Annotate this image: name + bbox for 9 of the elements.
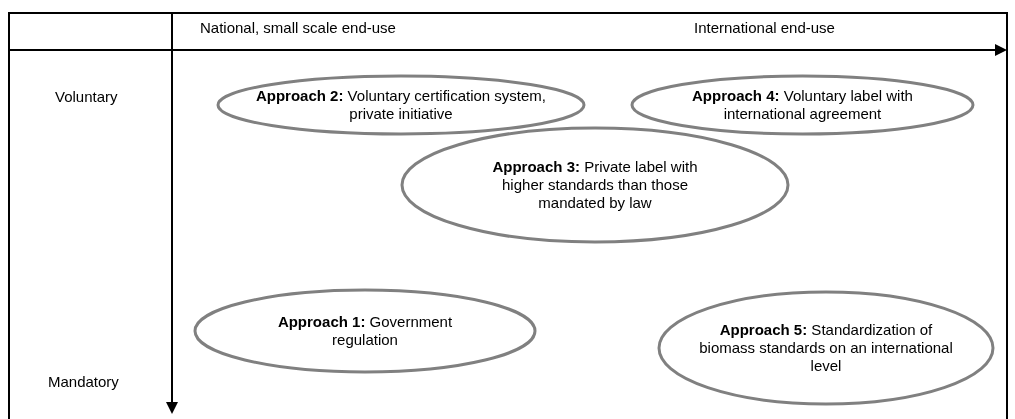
axis-label: National, small scale end-use xyxy=(200,19,396,37)
approach-text: Approach 5: Standardization of biomass standards on an international level xyxy=(698,321,954,375)
axis-label: Voluntary xyxy=(55,88,118,106)
axis-label: Mandatory xyxy=(48,373,119,391)
approach-text: Approach 2: Voluntary certification system, private initiative xyxy=(254,87,548,123)
approach-text: Approach 3: Private label with higher standards than those mandated by law xyxy=(491,158,699,212)
approach-text: Approach 4: Voluntary label with international agreement xyxy=(691,87,914,123)
approach-text: Approach 1: Government regulation xyxy=(276,313,454,349)
axis-label: International end-use xyxy=(694,19,835,37)
